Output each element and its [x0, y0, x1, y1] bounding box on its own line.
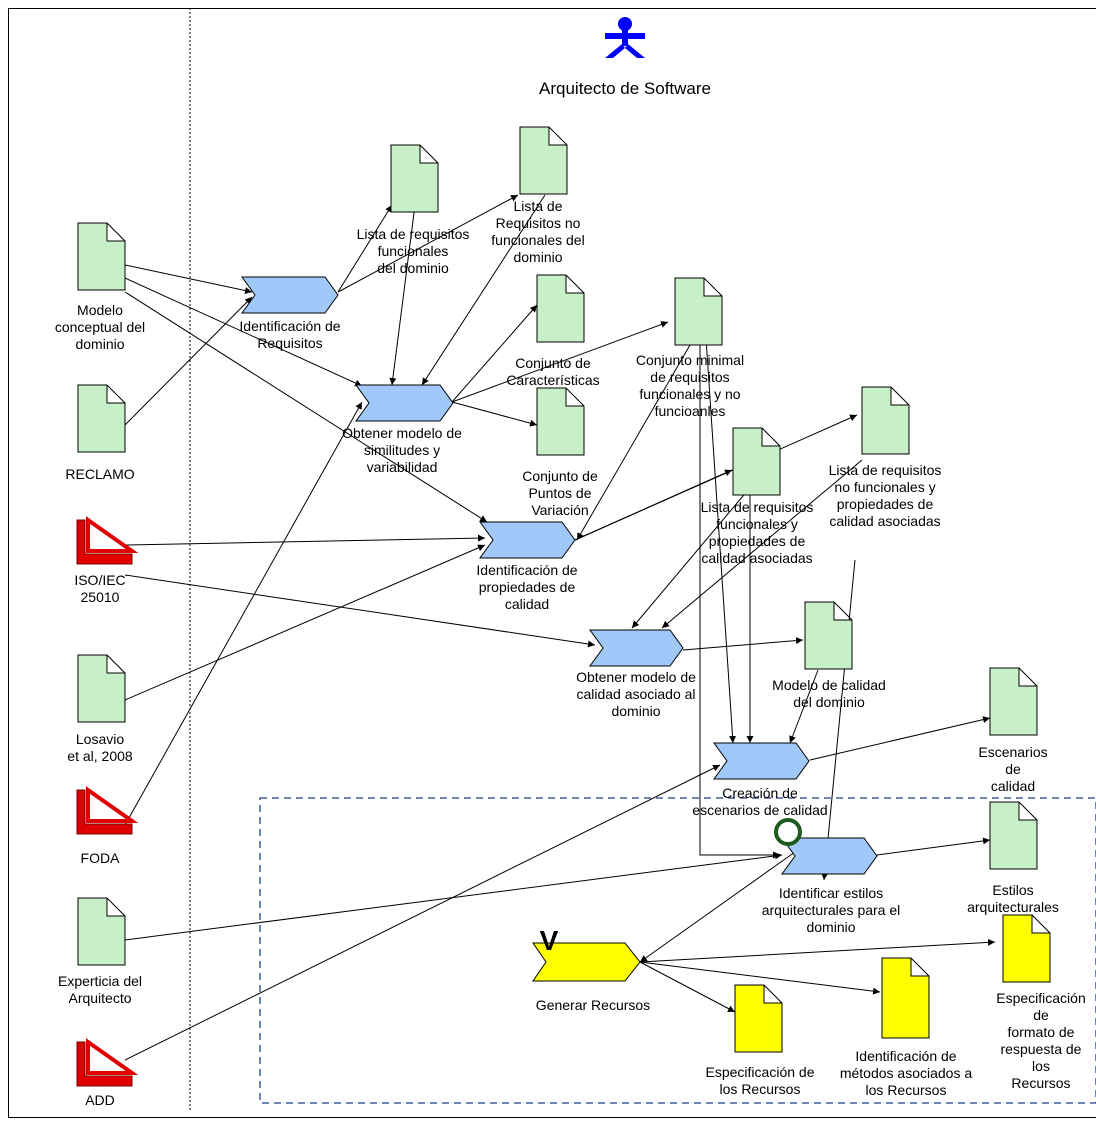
- document-icon-r3: [1002, 914, 1051, 983]
- document-icon-reclamo: [77, 384, 126, 453]
- activity-propiedades-calidad[interactable]: [479, 521, 576, 559]
- input-label-iso: ISO/IEC 25010: [74, 572, 126, 605]
- artifact-label-r2: Identificación de métodos asociados a lo…: [839, 1048, 973, 1098]
- activity-escenarios-calidad[interactable]: [713, 742, 810, 780]
- artifact-label-o6: Lista de requisitos funcionales y propie…: [700, 499, 814, 566]
- document-icon-modelo: [77, 222, 126, 291]
- guidance-icon-iso: [76, 516, 139, 565]
- document-icon-o4: [674, 277, 723, 346]
- marker-v: V: [539, 925, 559, 956]
- role-label: Arquitecto de Software: [539, 79, 711, 98]
- input-label-reclamo: RECLAMO: [65, 466, 135, 482]
- input-label-modelo: Modelo conceptual del dominio: [54, 302, 146, 352]
- activity-label-a5: Creación de escenarios de calidad: [692, 785, 828, 818]
- document-icon-o6: [732, 427, 781, 496]
- activity-label-a3: Identificación de propiedades de calidad: [476, 562, 578, 612]
- activity-modelo-calidad[interactable]: [589, 629, 684, 667]
- artifact-label-o7: Lista de requisitos no funcionales y pro…: [828, 462, 942, 529]
- artifact-label-o10: Estilos arquitecturales: [967, 882, 1059, 915]
- artifact-label-o8: Modelo de calidad del dominio: [772, 677, 886, 710]
- document-icon-o9: [989, 667, 1038, 736]
- diagram-frame: [8, 8, 1096, 1118]
- document-icon-o1: [390, 144, 439, 213]
- artifact-label-o2: Lista de Requisitos no funcionales del d…: [491, 198, 585, 265]
- artifact-label-r1: Especificación de los Recursos: [705, 1064, 815, 1097]
- activity-generar-recursos[interactable]: [532, 942, 641, 982]
- input-label-foda: FODA: [80, 850, 120, 866]
- document-icon-r2: [881, 957, 930, 1039]
- scope-boundary: [259, 797, 1096, 1104]
- artifact-label-o9: Escenarios de calidad: [978, 744, 1048, 794]
- input-label-losavio: Losavio et al, 2008: [67, 731, 133, 764]
- actor-icon: [605, 17, 645, 58]
- activity-label-a4: Obtener modelo de calidad asociado al do…: [576, 669, 696, 719]
- activity-estilos-arquitecturales[interactable]: [781, 837, 878, 875]
- input-label-experticia: Experticia del Arquitecto: [57, 973, 143, 1006]
- document-icon-o7: [861, 386, 910, 455]
- activity-label-a1: Identificación de Requisitos: [239, 318, 341, 351]
- artifact-label-r3: Especificación de formato de respuesta d…: [996, 990, 1086, 1091]
- input-label-add: ADD: [85, 1092, 115, 1108]
- document-icon-o10: [989, 801, 1038, 870]
- activity-modelo-similitudes[interactable]: [355, 384, 454, 422]
- guidance-icon-add: [76, 1038, 139, 1087]
- document-icon-o3: [536, 274, 585, 343]
- document-icon-o8: [804, 601, 853, 670]
- document-icon-r1: [734, 984, 783, 1053]
- artifact-label-o5: Conjunto de Puntos de Variación: [522, 468, 598, 518]
- activity-label-a7: Generar Recursos: [535, 997, 651, 1013]
- guidance-icon-foda: [76, 786, 139, 835]
- document-icon-o5: [536, 387, 585, 456]
- flow-arrows: [124, 194, 996, 1061]
- artifact-label-o3: Conjunto de Características: [506, 355, 600, 388]
- activity-label-a2: Obtener modelo de similitudes y variabil…: [342, 425, 462, 475]
- artifact-label-o1: Lista de requisitos funcionales del domi…: [356, 226, 470, 276]
- activity-identificacion-requisitos[interactable]: [241, 276, 339, 314]
- artifact-label-o4: Conjunto minimal de requisitos funcional…: [635, 352, 745, 419]
- milestone-circle: [774, 818, 802, 846]
- document-icon-losavio: [77, 654, 126, 723]
- document-icon-o2: [519, 126, 568, 195]
- activity-label-a6: Identificar estilos arquitecturales para…: [761, 885, 901, 935]
- document-icon-experticia: [77, 897, 126, 966]
